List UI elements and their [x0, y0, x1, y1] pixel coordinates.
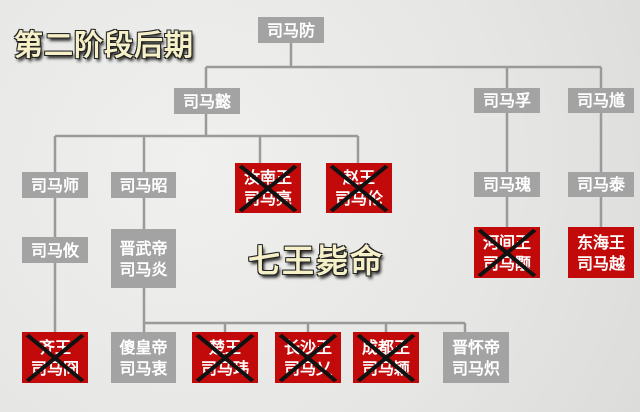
cross-mark-icon: [238, 164, 298, 213]
node-title: 晋怀帝: [451, 337, 500, 357]
person-node-shi: 司马师: [22, 172, 88, 198]
cross-stroke: [477, 228, 537, 278]
person-node-yong: 河间王司马颙: [474, 227, 540, 278]
page-title: 第二阶段后期: [14, 28, 195, 62]
node-name: 司马越: [576, 253, 625, 273]
person-node-zhong: 傻皇帝司马衷: [111, 332, 176, 383]
node-name: 司马师: [30, 175, 79, 195]
cross-mark-icon: [477, 228, 537, 278]
person-node-ying: 成都王司马颖: [353, 332, 419, 383]
cross-stroke: [238, 164, 298, 213]
cross-stroke: [278, 333, 338, 383]
person-node-liang: 汝南王司马亮: [235, 163, 301, 213]
person-node-ai: 长沙王司马乂: [275, 332, 341, 383]
cross-stroke: [329, 164, 389, 213]
cross-mark-icon: [356, 333, 416, 383]
person-node-fang: 司马防: [258, 17, 324, 43]
node-name: 司马亮: [243, 189, 292, 208]
node-name: 司马孚: [482, 91, 531, 110]
person-node-kui: 司马馗: [568, 88, 634, 113]
node-name: 司马防: [266, 20, 315, 40]
cross-mark-icon: [329, 164, 389, 213]
person-node-chi: 晋怀帝司马炽: [443, 332, 509, 383]
node-name: 司马瑰: [482, 175, 531, 194]
person-node-wei: 楚王司马玮: [192, 332, 258, 383]
node-name: 司马攸: [30, 240, 79, 260]
cross-stroke: [25, 333, 85, 383]
node-title: 东海王: [576, 232, 625, 252]
cross-stroke: [356, 333, 416, 383]
cross-mark-icon: [25, 333, 85, 383]
cross-mark-icon: [278, 333, 338, 383]
node-name: 司马玮: [200, 358, 249, 378]
person-node-jiong: 齐王司马冏: [22, 332, 88, 383]
node-name: 司马懿: [182, 91, 231, 111]
person-node-tai: 司马泰: [568, 172, 634, 197]
person-node-lun: 赵王司马伦: [326, 163, 392, 213]
subtitle: 七王毙命: [248, 242, 385, 280]
node-title: 长沙王: [283, 337, 332, 357]
node-name: 司马炎: [119, 259, 168, 279]
node-name: 司马昭: [119, 175, 168, 195]
node-name: 司马乂: [283, 358, 332, 378]
cross-stroke: [195, 333, 255, 383]
node-name: 司马颙: [482, 253, 531, 273]
node-title: 成都王: [361, 337, 410, 357]
person-node-gui: 司马瑰: [474, 172, 540, 197]
node-name: 司马馗: [576, 91, 625, 110]
person-node-yan: 晋武帝司马炎: [111, 229, 176, 288]
person-node-fu: 司马孚: [474, 88, 540, 113]
person-node-yi: 司马懿: [174, 88, 240, 114]
node-name: 司马颖: [361, 358, 410, 378]
node-name: 司马伦: [334, 189, 383, 208]
person-node-zhao: 司马昭: [111, 172, 176, 198]
node-title: 河间王: [482, 232, 531, 252]
node-name: 司马泰: [576, 175, 625, 194]
node-name: 司马冏: [30, 358, 79, 378]
node-name: 司马炽: [451, 358, 500, 378]
node-name: 司马衷: [119, 358, 168, 378]
node-title: 晋武帝: [119, 238, 168, 258]
node-title: 汝南王: [243, 168, 292, 187]
person-node-yue: 东海王司马越: [568, 227, 634, 278]
person-node-you: 司马攸: [22, 237, 88, 263]
cross-mark-icon: [195, 333, 255, 383]
node-title: 傻皇帝: [119, 337, 168, 357]
